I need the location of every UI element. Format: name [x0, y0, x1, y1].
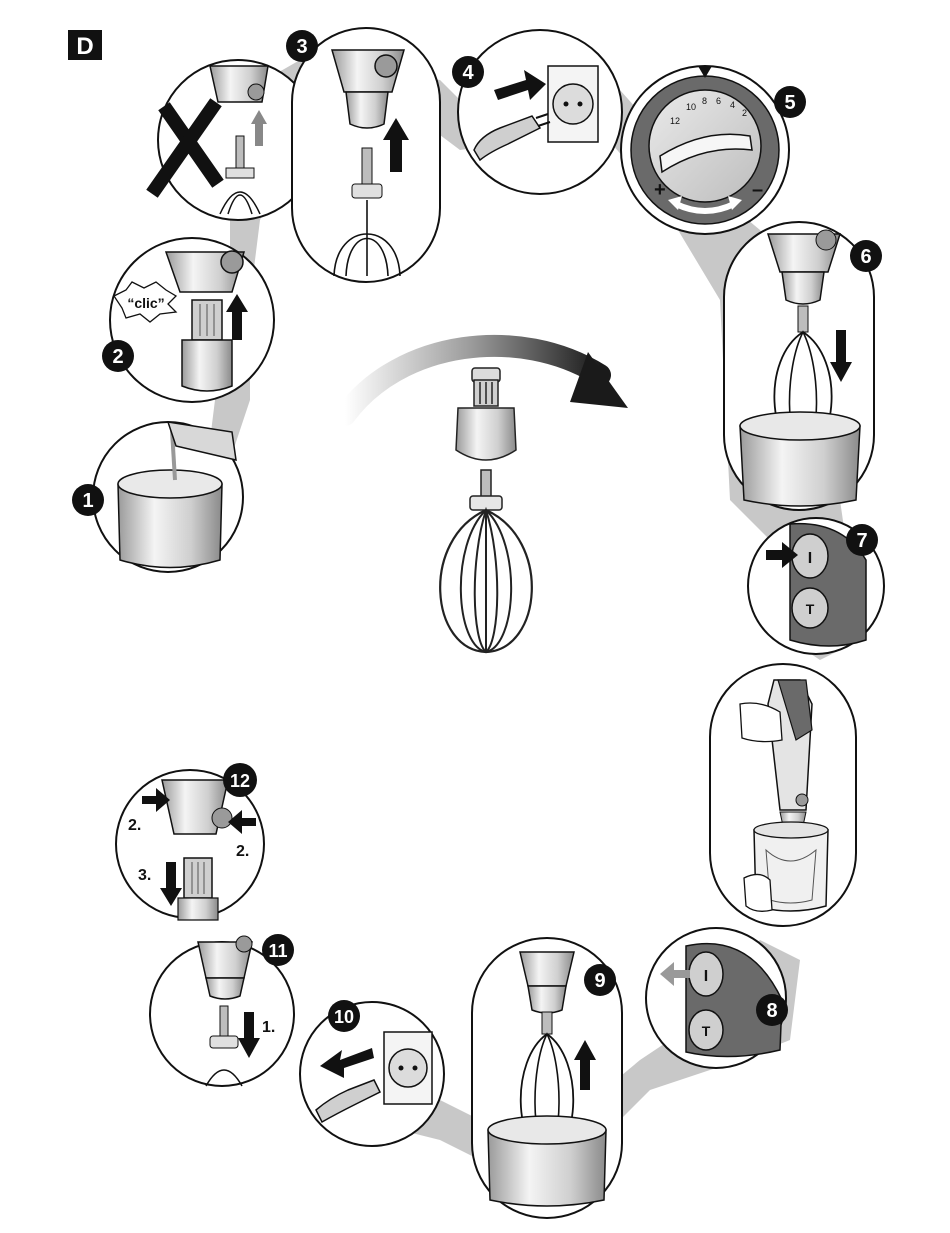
svg-text:“clic”: “clic”: [127, 295, 164, 311]
step-6-badge: 6: [850, 240, 882, 272]
step-5-badge: 5: [774, 86, 806, 118]
step-11-badge: 11: [262, 934, 294, 966]
svg-text:2: 2: [742, 108, 747, 118]
step-8-panel: I T 8: [646, 928, 788, 1068]
svg-text:2: 2: [112, 346, 123, 368]
step-1-badge: 1: [72, 484, 104, 516]
whisk-attachment-illustration: [440, 368, 532, 652]
svg-text:7: 7: [856, 530, 867, 552]
svg-text:T: T: [702, 1023, 711, 1039]
svg-text:8: 8: [766, 1000, 777, 1022]
step-4-panel: 4: [452, 30, 622, 194]
svg-text:6: 6: [716, 96, 721, 106]
svg-text:–: –: [752, 179, 763, 201]
step-3-panel: 3: [286, 28, 440, 282]
step-9-panel: 9: [472, 938, 622, 1218]
svg-text:10: 10: [686, 102, 696, 112]
step-10-panel: 10: [300, 1000, 444, 1146]
svg-text:3: 3: [296, 36, 307, 58]
step-5-panel: 12 10 8 6 4 2 + – 5: [621, 66, 806, 234]
svg-text:9: 9: [594, 970, 605, 992]
step-7-panel: I T 7: [748, 518, 884, 654]
step-2-panel: “clic” 2: [102, 238, 274, 402]
svg-text:1.: 1.: [262, 1019, 275, 1036]
svg-text:2.: 2.: [128, 817, 141, 834]
svg-text:I: I: [808, 550, 812, 567]
step-2-badge: 2: [102, 340, 134, 372]
step-12-badge: 12: [223, 763, 257, 797]
svg-text:4: 4: [462, 62, 474, 84]
step-6-panel: 6: [724, 222, 882, 510]
svg-text:12: 12: [670, 116, 680, 126]
svg-text:10: 10: [334, 1007, 354, 1027]
step-12-panel: 2. 2. 3. 12: [116, 763, 264, 920]
section-label: D: [68, 30, 102, 60]
step-4-badge: 4: [452, 56, 484, 88]
svg-text:5: 5: [784, 92, 795, 114]
operating-panel: [710, 664, 856, 926]
svg-text:D: D: [76, 33, 93, 60]
svg-text:6: 6: [860, 246, 871, 268]
step-3-badge: 3: [286, 30, 318, 62]
svg-text:1: 1: [82, 490, 93, 512]
svg-text:4: 4: [730, 100, 735, 110]
svg-text:I: I: [704, 968, 708, 985]
svg-text:12: 12: [230, 771, 250, 791]
svg-text:3.: 3.: [138, 867, 151, 884]
step-8-badge: 8: [756, 994, 788, 1026]
step-1-panel: 1: [72, 422, 243, 572]
svg-text:2.: 2.: [236, 843, 249, 860]
svg-text:T: T: [806, 601, 815, 617]
svg-text:+: +: [654, 179, 666, 201]
step-7-badge: 7: [846, 524, 878, 556]
step-11-panel: 1. 11: [150, 934, 294, 1086]
svg-text:8: 8: [702, 96, 707, 106]
svg-text:11: 11: [268, 941, 287, 961]
step-10-badge: 10: [328, 1000, 360, 1032]
step-9-badge: 9: [584, 964, 616, 996]
